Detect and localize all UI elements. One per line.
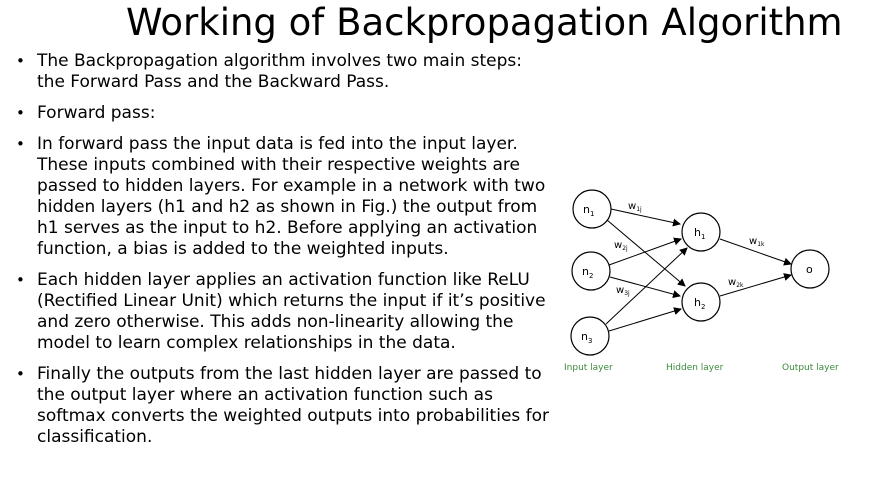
edge-n1-h1 [610, 208, 681, 227]
bullet-item: • Each hidden layer applies an activatio… [14, 270, 554, 354]
bullet-item: • The Backpropagation algorithm involves… [14, 51, 554, 93]
edge-n3-h2 [608, 307, 682, 332]
weight-label-w1k: w1k [749, 236, 765, 248]
bullet-list: • The Backpropagation algorithm involves… [14, 51, 554, 458]
node-label-h2: h2 [694, 296, 705, 311]
weight-label-w1j: w1j [628, 201, 642, 213]
input-node-n2 [571, 251, 611, 291]
bullet-text: Finally the outputs from the last hidden… [37, 364, 550, 447]
weight-label-w2j: w2j [614, 240, 628, 252]
node-label-n3: n3 [581, 330, 592, 345]
bullet-text: Forward pass: [37, 103, 156, 123]
bullet-marker: • [16, 104, 25, 122]
layer-label-output: Output layer [782, 363, 839, 373]
bullet-text: In forward pass the input data is fed in… [37, 134, 546, 259]
hidden-node-h1 [681, 212, 721, 252]
neural-network-diagram: n1 n2 n3 h1 h2 o w1j w2j w3j w1k w2k Inp… [556, 176, 856, 382]
node-label-n2: n2 [582, 265, 593, 280]
node-label-n1: n1 [583, 203, 594, 218]
node-label-o: o [806, 263, 813, 276]
bullet-item: • In forward pass the input data is fed … [14, 134, 554, 260]
edge-h1-o [719, 238, 792, 266]
bullet-marker: • [16, 135, 25, 153]
slide-title: Working of Backpropagation Algorithm [126, 1, 843, 44]
bullet-text: Each hidden layer applies an activation … [37, 270, 546, 353]
edge-h2-o [719, 273, 792, 297]
input-node-n1 [572, 189, 612, 229]
layer-label-hidden: Hidden layer [666, 363, 724, 373]
input-node-n3 [570, 316, 610, 356]
bullet-marker: • [16, 271, 25, 289]
node-label-h1: h1 [694, 226, 705, 241]
network-svg: n1 n2 n3 h1 h2 o w1j w2j w3j w1k w2k Inp… [564, 189, 839, 373]
bullet-marker: • [16, 52, 25, 70]
bullet-marker: • [16, 365, 25, 383]
edge-n2-h2 [609, 276, 681, 299]
hidden-node-h2 [681, 282, 721, 322]
output-node-o [790, 249, 830, 289]
edge-n2-h1 [608, 237, 682, 266]
weight-label-w3j: w3j [616, 285, 630, 297]
layer-label-input: Input layer [564, 363, 613, 373]
bullet-text: The Backpropagation algorithm involves t… [37, 51, 523, 92]
edge-n3-h1 [605, 247, 688, 325]
weight-label-w2k: w2k [728, 277, 744, 289]
edge-n1-h2 [606, 219, 686, 287]
bullet-item: • Forward pass: [14, 103, 554, 124]
bullet-item: • Finally the outputs from the last hidd… [14, 364, 554, 448]
